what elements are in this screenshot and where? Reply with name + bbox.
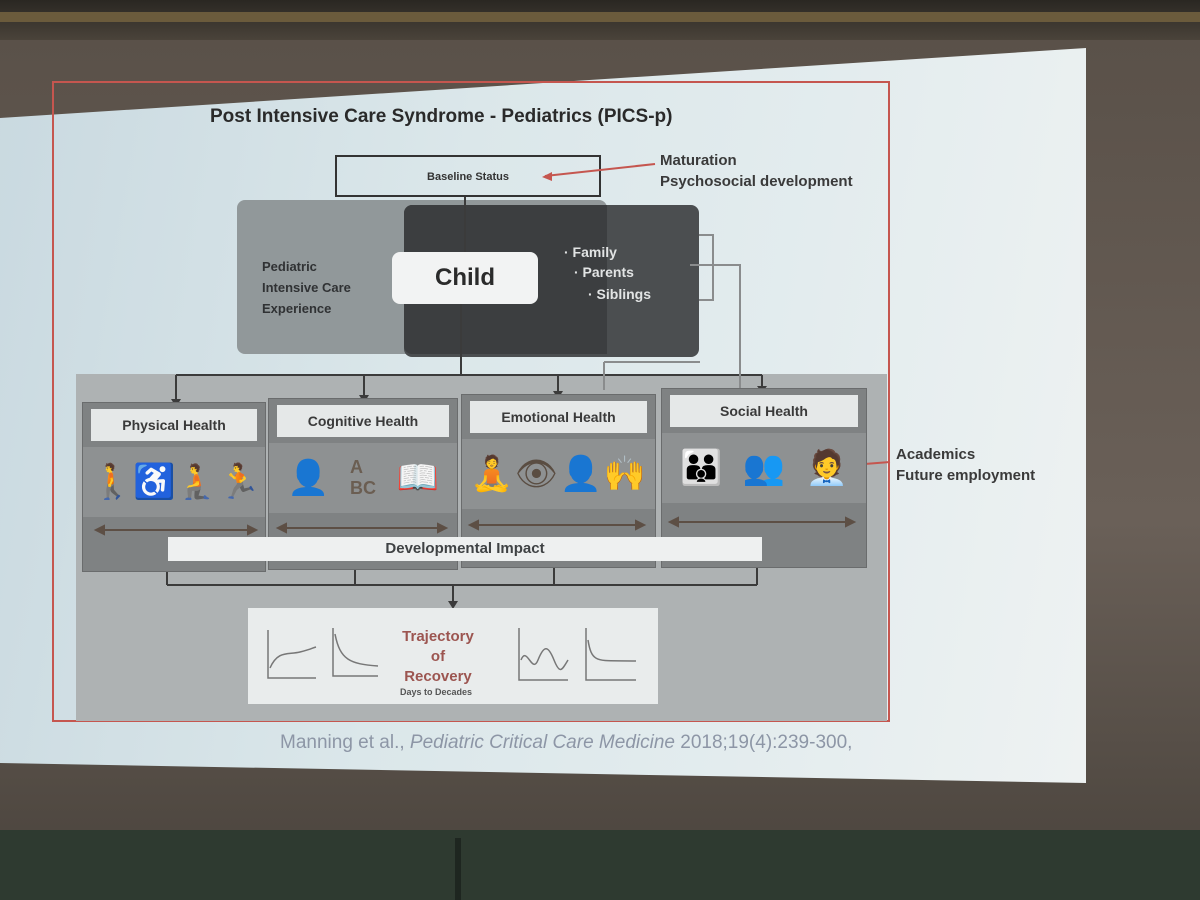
toddler-icon: 🚶: [91, 463, 134, 501]
physical-icons: 🚶 ♿ 🧎 🏃: [91, 457, 261, 507]
trajectory-panel: [248, 608, 658, 704]
employee-icon: 🧑‍💼: [805, 449, 848, 487]
picu-line-2: Intensive Care: [262, 280, 351, 295]
family-hands-icon: 👪: [680, 449, 723, 487]
social-icons: 👪 👥 🧑‍💼: [670, 443, 858, 493]
physical-health-label: Physical Health: [91, 409, 257, 441]
citation-authors: Manning et al.,: [280, 732, 410, 753]
head-gear-icon: 👤: [559, 455, 603, 493]
trajectory-line-2: of Recovery: [404, 648, 472, 685]
trajectory-line-1: Trajectory: [402, 628, 474, 645]
cognitive-health-label: Cognitive Health: [277, 405, 449, 437]
emotional-icon-band: [462, 439, 655, 509]
days-to-decades-label: Days to Decades: [400, 687, 473, 697]
running-child-icon: 🏃: [218, 463, 261, 501]
maturation-text: Maturation Psychosocial development: [660, 150, 853, 192]
employment-label: Future employment: [896, 467, 1036, 484]
citation-ref: 2018;19(4):239-300,: [674, 732, 853, 753]
social-icon-band: [662, 433, 866, 503]
cognitive-icon-band: [269, 443, 457, 513]
picu-line-1: Pediatric: [262, 259, 317, 274]
siblings-item: · Siblings: [588, 286, 651, 302]
picu-line-3: Experience: [262, 301, 332, 316]
book-icon: 📖: [396, 459, 439, 497]
brain-head-icon: 👤: [287, 459, 330, 497]
baseline-status-label: Baseline Status: [427, 171, 509, 183]
trajectory-label: Trajectory of Recovery: [398, 627, 478, 687]
baseline-status-box: Baseline Status: [335, 155, 601, 197]
picu-label: Pediatric Intensive Care Experience: [262, 256, 351, 319]
child-box: Child: [392, 252, 538, 304]
academics-label: Academics: [896, 446, 976, 463]
crawling-baby-icon: 🧎: [175, 463, 219, 501]
people-group-icon: 👥: [742, 449, 786, 487]
wheelchair-icon: ♿: [133, 463, 176, 501]
maturation-label: Maturation: [660, 152, 737, 169]
floor-post: [455, 838, 461, 900]
psychosocial-label: Psychosocial development: [660, 173, 853, 190]
citation: Manning et al., Pediatric Critical Care …: [280, 732, 852, 754]
slide-title: Post Intensive Care Syndrome - Pediatric…: [210, 106, 673, 127]
social-health-label: Social Health: [670, 395, 858, 427]
citation-journal: Pediatric Critical Care Medicine: [409, 732, 675, 753]
outcome-text: Academics Future employment: [896, 444, 1035, 486]
parents-item: · Parents: [574, 264, 634, 280]
stress-icon: 🙌: [603, 455, 647, 493]
eye-tear-icon: 👁: [514, 455, 559, 493]
emotional-icons: 🧘 👁 👤 🙌: [470, 449, 647, 499]
physical-icon-band: [83, 447, 265, 517]
emotional-health-label: Emotional Health: [470, 401, 647, 433]
family-item: · Family: [564, 244, 617, 260]
ceiling-light-strip: [0, 12, 1200, 22]
sitting-child-icon: 🧘: [470, 455, 514, 493]
developmental-impact-bar: Developmental Impact: [168, 537, 762, 561]
room-floor: [0, 830, 1200, 900]
slide-frame: [52, 81, 890, 722]
